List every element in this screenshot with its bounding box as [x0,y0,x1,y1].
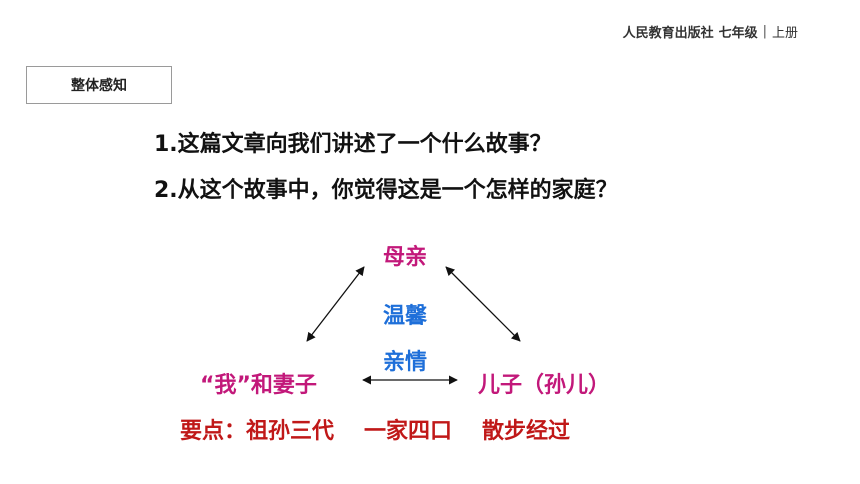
arrow-mother-couple [306,266,365,342]
question-1: 1.这篇文章向我们讲述了一个什么故事？ [154,132,552,157]
volume-label: 上册 [771,26,798,41]
key-point-2: 一家四口 [364,419,453,444]
key-point-3: 散步经过 [482,419,571,444]
section-title-box: 整体感知 [26,66,172,104]
publisher-header: 人民教育出版社 七年级 | 上册 [623,22,798,41]
grade-label: 七年级 [718,26,758,41]
question-2: 2.从这个故事中，你觉得这是一个怎样的家庭？ [154,178,618,203]
node-me-and-wife: “我”和妻子 [200,373,317,398]
publisher-name: 人民教育出版社 [622,26,714,41]
key-points-label: 要点： [180,419,247,444]
section-title: 整体感知 [71,78,127,94]
header-separator: | [762,24,767,39]
node-son-grandson: 儿子（孙儿） [478,373,611,398]
arrow-mother-son [445,266,521,342]
node-mother: 母亲 [383,245,428,270]
key-points: 要点： 祖孙三代 一家四口 散步经过 [180,413,570,445]
center-word-kinship: 亲情 [383,350,428,375]
center-word-warm: 温馨 [383,304,428,329]
key-point-1: 祖孙三代 [246,419,335,444]
